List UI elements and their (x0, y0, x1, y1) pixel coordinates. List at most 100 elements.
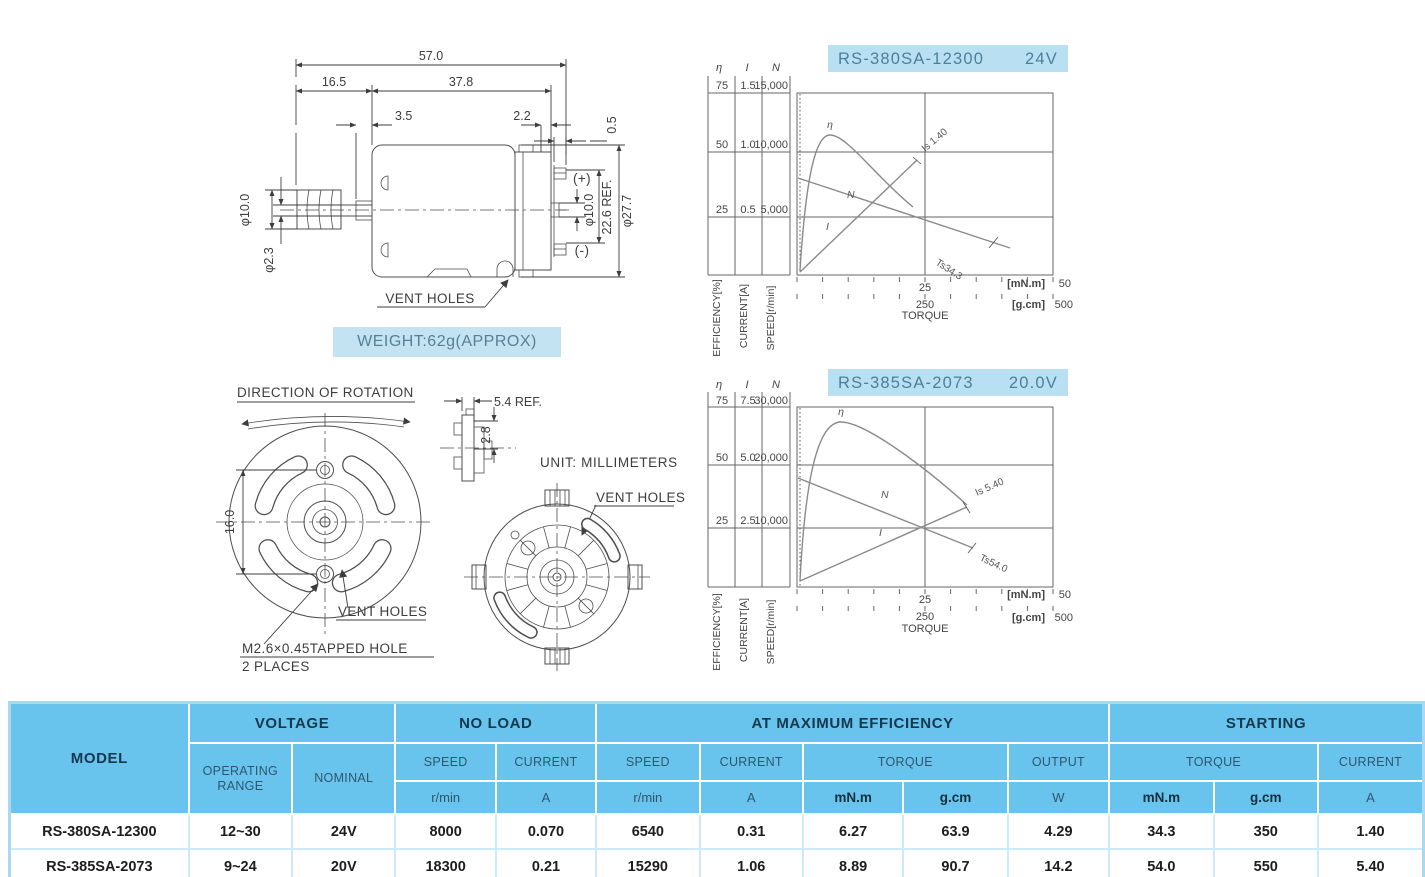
current-tick: 1.5 (740, 80, 755, 92)
speed-axis-label: SPEED[r/min] (765, 600, 777, 665)
terminal-plus (553, 167, 567, 180)
body-detail-bottom (380, 242, 389, 258)
header-max-eff-current: CURRENT (698, 742, 804, 782)
eta-tick: 25 (716, 204, 728, 216)
speed-curve (797, 177, 1011, 249)
header-starting-torque: TORQUE (1108, 742, 1319, 782)
performance-chart-rs385: RS-385SA-2073 20.0V η I N 75 7.5 30,000 … (707, 369, 1073, 671)
hub-circle (303, 500, 347, 544)
unit-mnm: mN.m (801, 780, 905, 815)
dim-dia10-left-label: φ10.0 (238, 194, 252, 226)
tapped-hole-label-line1: M2.6×0.45TAPPED HOLE (242, 641, 408, 656)
rear-slot-fill-2 (582, 519, 620, 562)
tapped-hole-label-line2: 2 PLACES (242, 659, 310, 674)
speed-tick: 15,000 (754, 80, 788, 92)
table-sub-header-row: OPERATING RANGE NOMINAL SPEED CURRENT SP… (10, 742, 1425, 815)
tapped-hole-top-inner (320, 465, 330, 475)
chart-title-bar (828, 369, 1068, 396)
speed-tick: 5,000 (760, 204, 788, 216)
performance-chart-rs380: RS-380SA-12300 24V η I N 75 1.5 15,000 5… (707, 45, 1073, 357)
table-group-header-row: MODEL VOLTAGE NO LOAD AT MAXIMUM EFFICIE… (8, 701, 1425, 815)
bearing-circle (312, 509, 338, 535)
motor-body (371, 144, 516, 278)
tapped-hole-bottom (316, 565, 334, 583)
current-end-tick (962, 501, 971, 514)
dim-27-7-label: φ27.7 (620, 195, 634, 227)
leader-line (263, 583, 319, 645)
vent-holes-callout: VENT HOLES (377, 279, 509, 308)
terminal-block-bottom-hatch (549, 648, 566, 664)
x-axis: 25 [mN.m] 50 250 [g.cm] 500 TORQUE (796, 277, 1073, 322)
cell-max-eff-torque-gcm: 90.7 (902, 848, 1009, 877)
x-mid-mnm: 25 (919, 282, 931, 294)
unit-note: UNIT: MILLIMETERS (540, 455, 678, 470)
tapped-hole-top (316, 461, 334, 479)
speed-end-tick (967, 542, 977, 554)
endbell (514, 151, 552, 271)
cell-max-eff-torque-mnm: 8.89 (801, 848, 905, 877)
shaft (340, 204, 373, 217)
dim-0-5-label: 0.5 (605, 116, 619, 133)
current-symbol: I (745, 62, 748, 74)
header-output: OUTPUT (1006, 742, 1111, 782)
x-max-gcm: 500 (1055, 299, 1073, 311)
profile-brush-cap-1 (453, 422, 463, 436)
cell-starting-torque-gcm: 350 (1212, 813, 1319, 850)
unit-mnm: mN.m (1108, 780, 1215, 815)
x-max-gcm: 500 (1055, 612, 1073, 624)
endbell-tab-bottom (518, 269, 534, 278)
cell-no-load-current: 0.070 (494, 813, 598, 850)
cell-starting-torque-mnm: 54.0 (1108, 848, 1215, 877)
rear-hole-3 (510, 530, 520, 540)
x-mid-mnm: 25 (919, 594, 931, 606)
cell-max-eff-torque-mnm: 6.27 (801, 813, 905, 850)
efficiency-axis-label: EFFICIENCY[%] (711, 279, 723, 357)
x-mid-gcm: 250 (916, 611, 934, 623)
x-axis-title: TORQUE (902, 310, 949, 322)
current-curve-label: I (879, 527, 882, 539)
plot-area (796, 92, 1054, 276)
speed-symbol: N (772, 379, 780, 391)
vent-holes-label: VENT HOLES (338, 604, 427, 619)
speed-axis-label: SPEED[r/min] (765, 286, 777, 351)
vent-slot-fills (255, 456, 395, 592)
speed-symbol: N (772, 62, 780, 74)
eta-tick: 50 (716, 139, 728, 151)
table-row-rs385: RS-385SA-2073 9~24 20V 18300 0.21 15290 … (8, 848, 1425, 877)
dim-57-label: 57.0 (419, 49, 443, 63)
dim-2-2-label: 2.2 (513, 109, 530, 123)
chart-voltage: 24V (1025, 50, 1058, 68)
cell-model: RS-385SA-2073 (8, 848, 190, 877)
endbell-profile: 5.4 REF. 2.8 (440, 395, 542, 482)
cell-no-load-speed: 8000 (394, 813, 497, 850)
current-symbol: I (745, 379, 748, 391)
speed-tick: 30,000 (754, 395, 788, 407)
chart-title: RS-385SA-2073 (838, 374, 974, 392)
shaft-circle (319, 516, 331, 528)
endbell-tab-top (518, 144, 534, 153)
speed-tick: 10,000 (754, 139, 788, 151)
speed-curve (797, 477, 974, 549)
rotation-arrow-2 (247, 421, 405, 430)
rear-hole-1 (520, 540, 536, 556)
side-view-dimensions: 57.0 16.5 37.8 3.5 2.2 0.5 φ10.0 φ2.3 (+… (238, 49, 634, 278)
header-model: MODEL (8, 701, 190, 815)
motor-outline (280, 144, 570, 278)
eta-symbol: η (716, 62, 722, 74)
chart-voltage: 20.0V (1009, 374, 1058, 392)
cell-max-eff-speed: 15290 (595, 848, 701, 877)
cell-nominal: 20V (291, 848, 397, 877)
terminal-plus-label: (+) (573, 171, 591, 186)
leader-line (484, 279, 509, 308)
x-axis: 25 [mN.m] 50 250 [g.cm] 500 TORQUE (796, 589, 1073, 635)
efficiency-curve (799, 421, 968, 582)
cell-no-load-speed: 18300 (394, 848, 497, 877)
motor-front-view-drawing: DIRECTION OF ROTATION 1 (216, 385, 434, 674)
x-unit-gcm: [g.cm] (1012, 299, 1045, 311)
motor-side-view-drawing: 57.0 16.5 37.8 3.5 2.2 0.5 φ10.0 φ2.3 (+… (238, 49, 634, 308)
stall-torque-label: Ts34.3 (933, 257, 964, 283)
unit-gcm: g.cm (902, 780, 1009, 815)
current-axis-label: CURRENT[A] (738, 284, 750, 348)
y-axis-grid: η I N 75 7.5 30,000 50 5.0 20,000 25 2.5… (707, 379, 791, 671)
